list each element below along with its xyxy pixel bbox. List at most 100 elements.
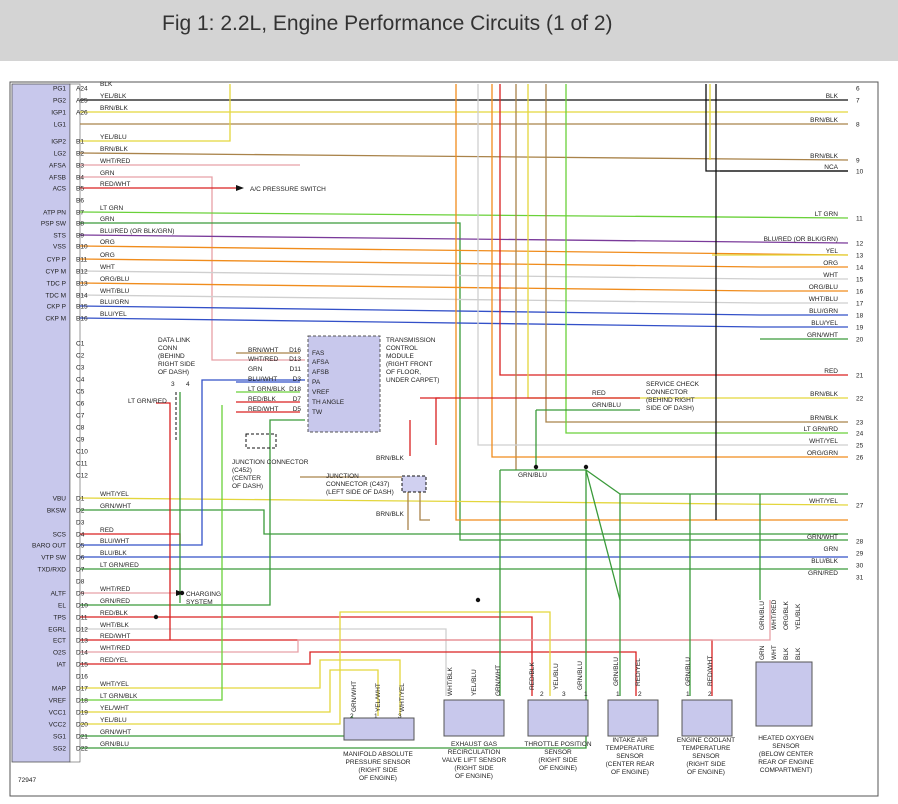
map-sensor-label: OF ENGINE) [359, 775, 397, 782]
wire-color-label: GRN [100, 170, 115, 177]
wire-brnblk-b2 [79, 152, 849, 161]
sensor-wire-label: WHT [771, 645, 778, 660]
title-bar: Fig 1: 2.2L, Engine Performance Circuits… [0, 0, 898, 61]
ecm-pin-number: D16 [76, 674, 88, 681]
wire-color-label: LT GRN/RED [100, 562, 139, 569]
sensor-wire-label: YEL/BLU [553, 663, 560, 690]
wire-color-label: WHT [823, 272, 838, 279]
ect-sensor-label: (RIGHT SIDE [686, 761, 726, 768]
wire-yelwht-d19 [80, 669, 379, 716]
tcm-pin-number: D18 [289, 386, 301, 393]
ecm-pin-number: B16 [76, 316, 88, 323]
terminal-number: 7 [856, 98, 860, 105]
sensor-wire-label: GRN/WHT [351, 681, 358, 712]
sensor-wire-label: GRN [759, 645, 766, 660]
service-check-label: SIDE OF DASH) [646, 405, 694, 412]
junction-c452-label: (C452) [232, 467, 252, 474]
ecm-pin-number: C11 [76, 461, 88, 468]
ecm-pin-name: CYP P [47, 257, 66, 264]
sensor-pin-number: 3 [562, 691, 566, 698]
ecm-pin-name: VCC1 [49, 710, 67, 717]
tcm-module-box [307, 335, 381, 433]
sensor-wire-label: YEL/BLK [795, 603, 802, 630]
tcm-wire-label: GRN [248, 366, 263, 373]
junction-c437-label: CONNECTOR (C437) [326, 481, 389, 488]
terminal-number: 13 [856, 253, 864, 260]
tcm-wire-label: BLU/WHT [248, 376, 277, 383]
sensor-pin-number: 1 [686, 691, 690, 698]
wire-grnblu-main [500, 469, 848, 495]
ecm-pin-number: A24 [76, 86, 88, 93]
iat-sensor-label: INTAKE AIR [612, 737, 648, 744]
wire-color-label: BLU/RED (OR BLK/GRN) [764, 236, 838, 243]
ecm-pin-name: LG2 [54, 151, 67, 158]
ecm-pin-number: D19 [76, 710, 88, 717]
wire-color-label: GRN [100, 216, 115, 223]
ecm-pin-number: D1 [76, 496, 85, 503]
wire-color-label: LT GRN [815, 211, 839, 218]
junction-c437 [401, 475, 427, 493]
tcm-wire-label: RED/BLK [248, 396, 276, 403]
wire-whtyel-riser [477, 84, 848, 446]
ecm-pin-number: D18 [76, 698, 88, 705]
wire-grn-b8 [80, 222, 848, 541]
wire-redyel-d15 [80, 651, 637, 696]
wire-color-label: BLU/YEL [100, 311, 127, 318]
wire-bluwht-d5 [80, 379, 305, 546]
ecm-pin-number: B2 [76, 151, 84, 158]
wire-color-label: BLU/WHT [100, 538, 129, 545]
ecm-pin-name: PG2 [53, 98, 66, 105]
data-link-label: (BEHIND [158, 353, 185, 360]
ecm-pin-name: EL [58, 603, 66, 610]
wire-org-b11 [79, 258, 848, 268]
data-link-pin: 4 [186, 381, 190, 388]
ecm-pin-name: CKP P [47, 304, 66, 311]
terminal-number: 20 [856, 337, 864, 344]
ecm-pin-name: ACS [53, 186, 67, 193]
wire-color-label: WHT/BLU [809, 296, 839, 303]
data-link-pin: 3 [171, 381, 175, 388]
ecm-pin-number: C7 [76, 413, 85, 420]
sensor-wire-label: WHT/YEL [399, 683, 406, 712]
ecm-pin-name: ALTF [51, 591, 66, 598]
ecm-pin-number: B5 [76, 186, 84, 193]
terminal-number: 22 [856, 396, 864, 403]
ecm-pin-number: B7 [76, 210, 84, 217]
wire-color-label: WHT/YEL [809, 438, 838, 445]
ecm-pin-name: SG2 [53, 746, 66, 753]
wire-blured-b9 [79, 234, 849, 244]
tcm-title: TRANSMISSION [386, 337, 436, 344]
ho2s-sensor-label: SENSOR [772, 743, 800, 750]
terminal-number: 19 [856, 325, 864, 332]
wire-wht-b12 [79, 270, 848, 280]
junction-c452 [245, 433, 277, 449]
sensor-pin-number: 3 [398, 713, 402, 720]
wire-color-label: WHT/YEL [100, 491, 129, 498]
sensor-pin-number: 2 [350, 713, 354, 720]
data-link-wire-label: LT GRN/RED [128, 398, 167, 405]
wire-dlc-red [156, 402, 171, 640]
wire-color-label: YEL/WHT [100, 705, 129, 712]
tps-sensor-label: THROTTLE POSITION [524, 741, 591, 748]
wire-color-label: BRN/BLK [810, 391, 838, 398]
tcm-pin-number: D5 [293, 406, 302, 413]
tcm-title: MODULE [386, 353, 414, 360]
ecm-pin-number: C9 [76, 437, 85, 444]
wire-color-label: YEL/BLK [100, 93, 127, 100]
wire-color-label: BLK [826, 93, 839, 100]
ecm-pin-name: O2S [53, 650, 67, 657]
tcm-pin-name: AFSA [312, 359, 330, 366]
tcm-title: CONTROL [386, 345, 418, 352]
junction-c437-label: JUNCTION [326, 473, 359, 480]
wire-whtyel-d1 [79, 497, 849, 506]
tcm-pin-name: TW [312, 409, 323, 416]
tps-sensor-label: (RIGHT SIDE [538, 757, 578, 764]
ecm-pin-number: B13 [76, 281, 88, 288]
ho2s-sensor [755, 661, 813, 727]
ecm-pin-name: TXD/RXD [37, 567, 66, 574]
sensor-wire-label: BLK [795, 647, 802, 660]
wire-yelblu-d20 [80, 611, 551, 725]
wire-color-label: BLU/BLK [811, 558, 838, 565]
sensor-pin-number: 2 [540, 691, 544, 698]
map-sensor-label: MANIFOLD ABSOLUTE [343, 751, 413, 758]
